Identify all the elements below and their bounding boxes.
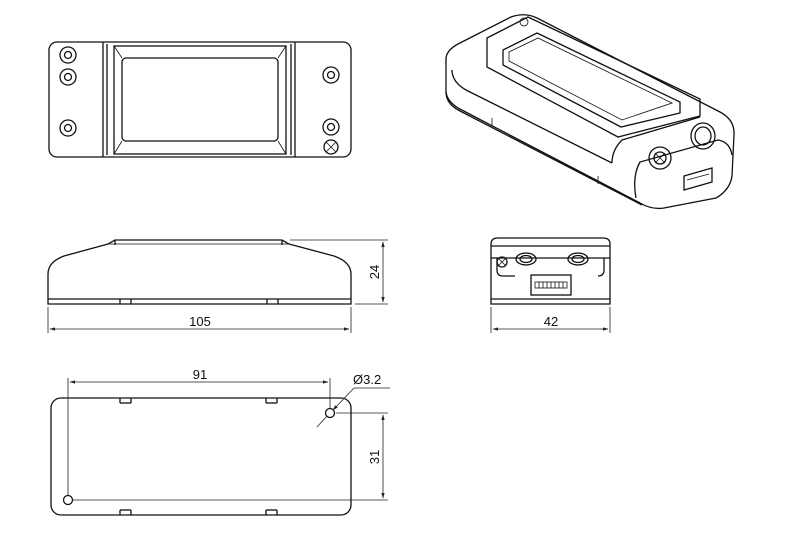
width-label: 42 — [544, 314, 558, 329]
screw-icon — [323, 139, 339, 155]
connector-icon — [683, 167, 713, 191]
terminal-hole-icon — [690, 122, 716, 150]
isometric-view — [445, 14, 735, 210]
mounting-hole-icon — [62, 494, 74, 506]
top-view — [48, 41, 352, 158]
mounting-hole-icon — [59, 68, 77, 86]
width-dimension: 42 — [490, 307, 611, 333]
mounting-hole-icon — [322, 66, 340, 84]
screw-icon — [648, 146, 672, 170]
side-view — [47, 239, 352, 305]
height-label: 24 — [367, 265, 382, 279]
hole-spacing-y-dimension: 31 — [72, 412, 388, 501]
screw-icon — [496, 256, 508, 268]
terminal-hole-icon — [567, 252, 589, 266]
mounting-hole-icon — [324, 407, 336, 419]
hole-spacing-x-dimension: 91 — [67, 367, 331, 495]
end-view — [490, 237, 611, 305]
connector-icon — [530, 274, 572, 296]
hole-diameter-label: Ø3.2 — [353, 372, 381, 387]
mounting-hole-icon — [59, 119, 77, 137]
mounting-hole-icon — [59, 46, 77, 64]
hole-spacing-x-label: 91 — [193, 367, 207, 382]
bottom-view — [50, 397, 352, 516]
terminal-hole-icon — [515, 252, 537, 266]
mounting-hole-icon — [322, 118, 340, 136]
hole-diameter-leader: Ø3.2 — [316, 372, 390, 428]
hole-spacing-y-label: 31 — [367, 450, 382, 464]
length-label: 105 — [189, 314, 211, 329]
height-dimension: 24 — [290, 239, 388, 305]
length-dimension: 105 — [47, 307, 352, 333]
